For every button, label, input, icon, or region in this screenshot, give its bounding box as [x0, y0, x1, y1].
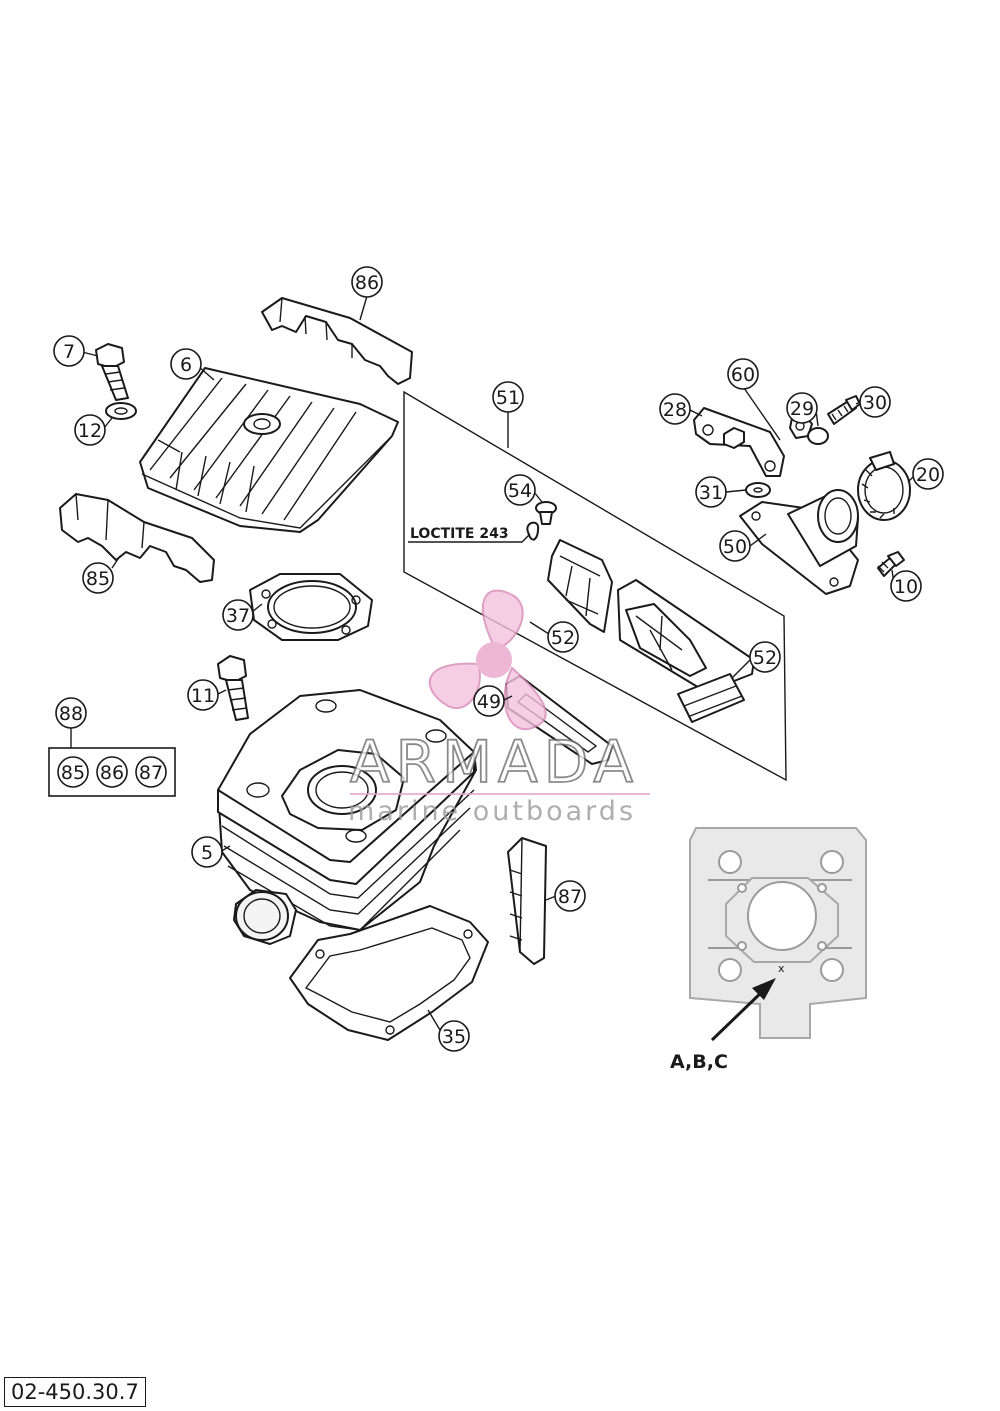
cylinder-head-6 — [139, 367, 399, 533]
bushing-29 — [807, 427, 829, 445]
svg-text:52: 52 — [551, 627, 575, 649]
callout-31: 31 — [695, 476, 727, 508]
kit-item-86: 86 — [96, 756, 128, 788]
callout-11: 11 — [187, 679, 219, 711]
marking-x-label: x — [778, 962, 785, 975]
reed-petals-52-right — [677, 673, 745, 723]
diagram-reference-number: 02-450.30.7 — [4, 1377, 146, 1407]
loctite-note: LOCTITE 243 — [408, 526, 531, 543]
svg-text:37: 37 — [226, 605, 250, 627]
svg-text:85: 85 — [86, 568, 110, 590]
cylinder-marking-inset: x A,B,C — [670, 827, 867, 1073]
svg-text:87: 87 — [558, 886, 582, 908]
svg-text:86: 86 — [100, 762, 124, 784]
callout-28: 28 — [659, 393, 691, 425]
loctite-label: LOCTITE 243 — [410, 526, 509, 542]
callout-12: 12 — [74, 414, 106, 446]
screw-54 — [526, 501, 557, 541]
callout-54: 54 — [504, 474, 536, 506]
stud-bolt-11 — [217, 655, 249, 721]
callout-52-right: 52 — [749, 641, 781, 673]
svg-text:12: 12 — [78, 420, 102, 442]
callout-29: 29 — [786, 392, 818, 424]
svg-text:11: 11 — [191, 685, 215, 707]
svg-text:30: 30 — [863, 392, 887, 414]
bolt-30 — [827, 395, 861, 425]
callout-86: 86 — [351, 266, 383, 298]
callout-10: 10 — [890, 570, 922, 602]
hose-clamp-20 — [857, 451, 911, 521]
callout-88: 88 — [55, 697, 87, 729]
kit-item-85: 85 — [57, 756, 89, 788]
reed-petals-52-left — [547, 539, 613, 633]
reed-valve-group-frame-51 — [403, 390, 787, 782]
callout-35: 35 — [438, 1020, 470, 1052]
callout-20: 20 — [912, 458, 944, 490]
svg-text:54: 54 — [508, 480, 532, 502]
callout-50: 50 — [719, 530, 751, 562]
callout-51: 51 — [492, 381, 524, 413]
svg-text:50: 50 — [723, 536, 747, 558]
svg-text:86: 86 — [355, 272, 379, 294]
kit-item-87: 87 — [135, 756, 167, 788]
svg-text:31: 31 — [699, 482, 723, 504]
svg-text:52: 52 — [753, 647, 777, 669]
callout-87: 87 — [554, 880, 586, 912]
washer-12 — [105, 402, 137, 420]
svg-text:87: 87 — [139, 762, 163, 784]
bolt-7 — [95, 343, 129, 401]
callout-52-left: 52 — [547, 621, 579, 653]
svg-text:49: 49 — [477, 691, 501, 713]
svg-text:28: 28 — [663, 399, 687, 421]
washer-31 — [745, 482, 771, 498]
svg-text:60: 60 — [731, 364, 755, 386]
marking-arrowhead — [752, 978, 776, 1000]
watermark: ARMADA marine outboards — [348, 589, 650, 827]
bolt-10 — [877, 551, 905, 577]
svg-text:7: 7 — [63, 341, 75, 363]
callout-7: 7 — [53, 335, 85, 367]
svg-text:35: 35 — [442, 1026, 466, 1048]
propeller-logo — [428, 589, 547, 731]
reed-cage — [617, 579, 755, 693]
base-gasket-35 — [289, 905, 489, 1041]
svg-text:20: 20 — [916, 464, 940, 486]
callout-60: 60 — [727, 358, 759, 390]
cylinder-5 — [217, 689, 477, 945]
callout-85: 85 — [82, 562, 114, 594]
svg-text:10: 10 — [894, 576, 918, 598]
callout-6: 6 — [170, 348, 202, 380]
marking-arrow — [710, 986, 768, 1042]
cover-strip-86 — [261, 297, 413, 385]
svg-text:5: 5 — [201, 842, 213, 864]
cover-strip-85 — [59, 493, 215, 583]
svg-text:85: 85 — [61, 762, 85, 784]
svg-text:29: 29 — [790, 398, 814, 420]
kit-88-box: 85 86 87 — [48, 728, 176, 797]
callout-5: 5 — [191, 836, 223, 868]
marking-label: A,B,C — [670, 1051, 728, 1073]
svg-text:88: 88 — [59, 703, 83, 725]
svg-text:51: 51 — [496, 387, 520, 409]
watermark-brand: ARMADA — [350, 728, 639, 796]
callout-30: 30 — [859, 386, 891, 418]
cover-strip-87 — [507, 837, 547, 965]
callout-37: 37 — [222, 599, 254, 631]
watermark-tagline: marine outboards — [348, 796, 636, 827]
head-gasket-37 — [249, 573, 373, 641]
svg-text:6: 6 — [180, 354, 192, 376]
intake-flange-50 — [739, 489, 859, 595]
callout-49: 49 — [473, 685, 505, 717]
